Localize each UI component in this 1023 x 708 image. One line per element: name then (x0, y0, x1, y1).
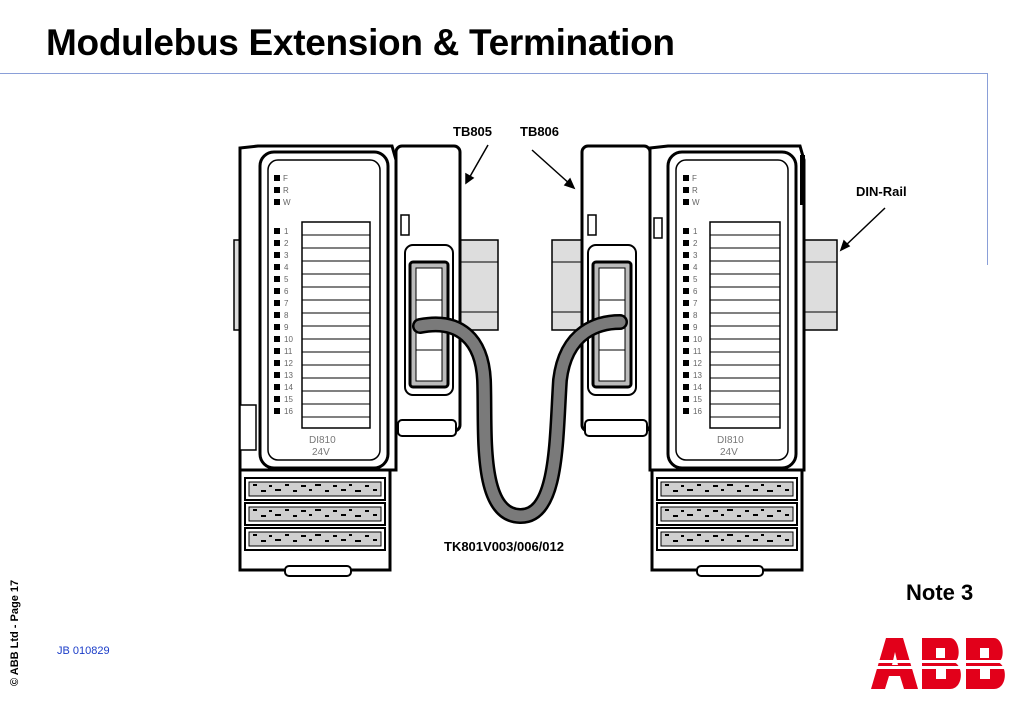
slide-title: Modulebus Extension & Termination (46, 22, 675, 63)
led-label-r: R (283, 186, 289, 195)
channel-label: 16 (693, 407, 702, 416)
tb806-label: TB806 (520, 124, 560, 139)
page-footer: © ABB Ltd - Page 17 (9, 579, 21, 686)
din-rail-arrowhead (839, 239, 851, 252)
led-label-r: R (692, 186, 698, 195)
module-model: DI810 (717, 435, 744, 446)
channel-label: 7 (693, 299, 698, 308)
channel-label: 15 (284, 395, 293, 404)
din-rail-pointer (843, 207, 886, 248)
channel-label: 12 (284, 359, 293, 368)
channel-label: 14 (284, 383, 293, 392)
channel-label: 10 (284, 335, 293, 344)
cable-label: TK801V003/006/012 (444, 539, 564, 554)
tb805-arrowhead (465, 172, 475, 185)
abb-logo (868, 638, 1010, 689)
channel-label: 12 (693, 359, 702, 368)
title-rule (0, 73, 988, 74)
channel-label: 11 (284, 347, 293, 356)
led-label-w: W (283, 198, 291, 207)
tb806-arrowhead (563, 177, 576, 190)
side-rule (987, 73, 988, 265)
led-label-w: W (692, 198, 700, 207)
tb805-label: TB805 (453, 124, 493, 139)
module-voltage: 24V (720, 447, 738, 458)
channel-label: 4 (693, 263, 698, 272)
module-model: DI810 (309, 435, 336, 446)
channel-label: 9 (693, 323, 698, 332)
channel-label: 6 (284, 287, 289, 296)
document-id: JB 010829 (57, 645, 110, 657)
channel-label: 1 (693, 227, 698, 236)
io-module-right: F R W 1 2 3 4 5 6 7 8 9 10 11 12 13 14 1… (648, 144, 806, 577)
note-label: Note 3 (906, 580, 974, 605)
channel-label: 14 (693, 383, 702, 392)
tk801-cable-fill (414, 316, 626, 522)
channel-label: 2 (284, 239, 289, 248)
channel-label: 13 (693, 371, 702, 380)
led-label-f: F (692, 174, 697, 183)
din-rail-label: DIN-Rail (856, 184, 907, 199)
channel-label: 2 (693, 239, 698, 248)
channel-label: 3 (284, 251, 289, 260)
tb806-unit (580, 144, 652, 437)
channel-label: 10 (693, 335, 702, 344)
channel-label: 8 (693, 311, 698, 320)
led-label-f: F (283, 174, 288, 183)
tb805-unit (394, 144, 462, 437)
channel-label: 3 (693, 251, 698, 260)
tb806-pointer (531, 149, 572, 186)
io-module-left: F R W 1 2 3 4 5 6 7 8 9 10 11 12 13 14 1… (238, 144, 398, 577)
channel-label: 5 (693, 275, 698, 284)
channel-label: 4 (284, 263, 289, 272)
channel-label: 1 (284, 227, 289, 236)
channel-label: 9 (284, 323, 289, 332)
channel-label: 16 (284, 407, 293, 416)
channel-label: 8 (284, 311, 289, 320)
channel-label: 15 (693, 395, 702, 404)
channel-label: 5 (284, 275, 289, 284)
channel-label: 11 (693, 347, 702, 356)
module-voltage: 24V (312, 447, 330, 458)
tb805-pointer (467, 144, 489, 181)
channel-label: 13 (284, 371, 293, 380)
channel-label: 6 (693, 287, 698, 296)
channel-label: 7 (284, 299, 289, 308)
